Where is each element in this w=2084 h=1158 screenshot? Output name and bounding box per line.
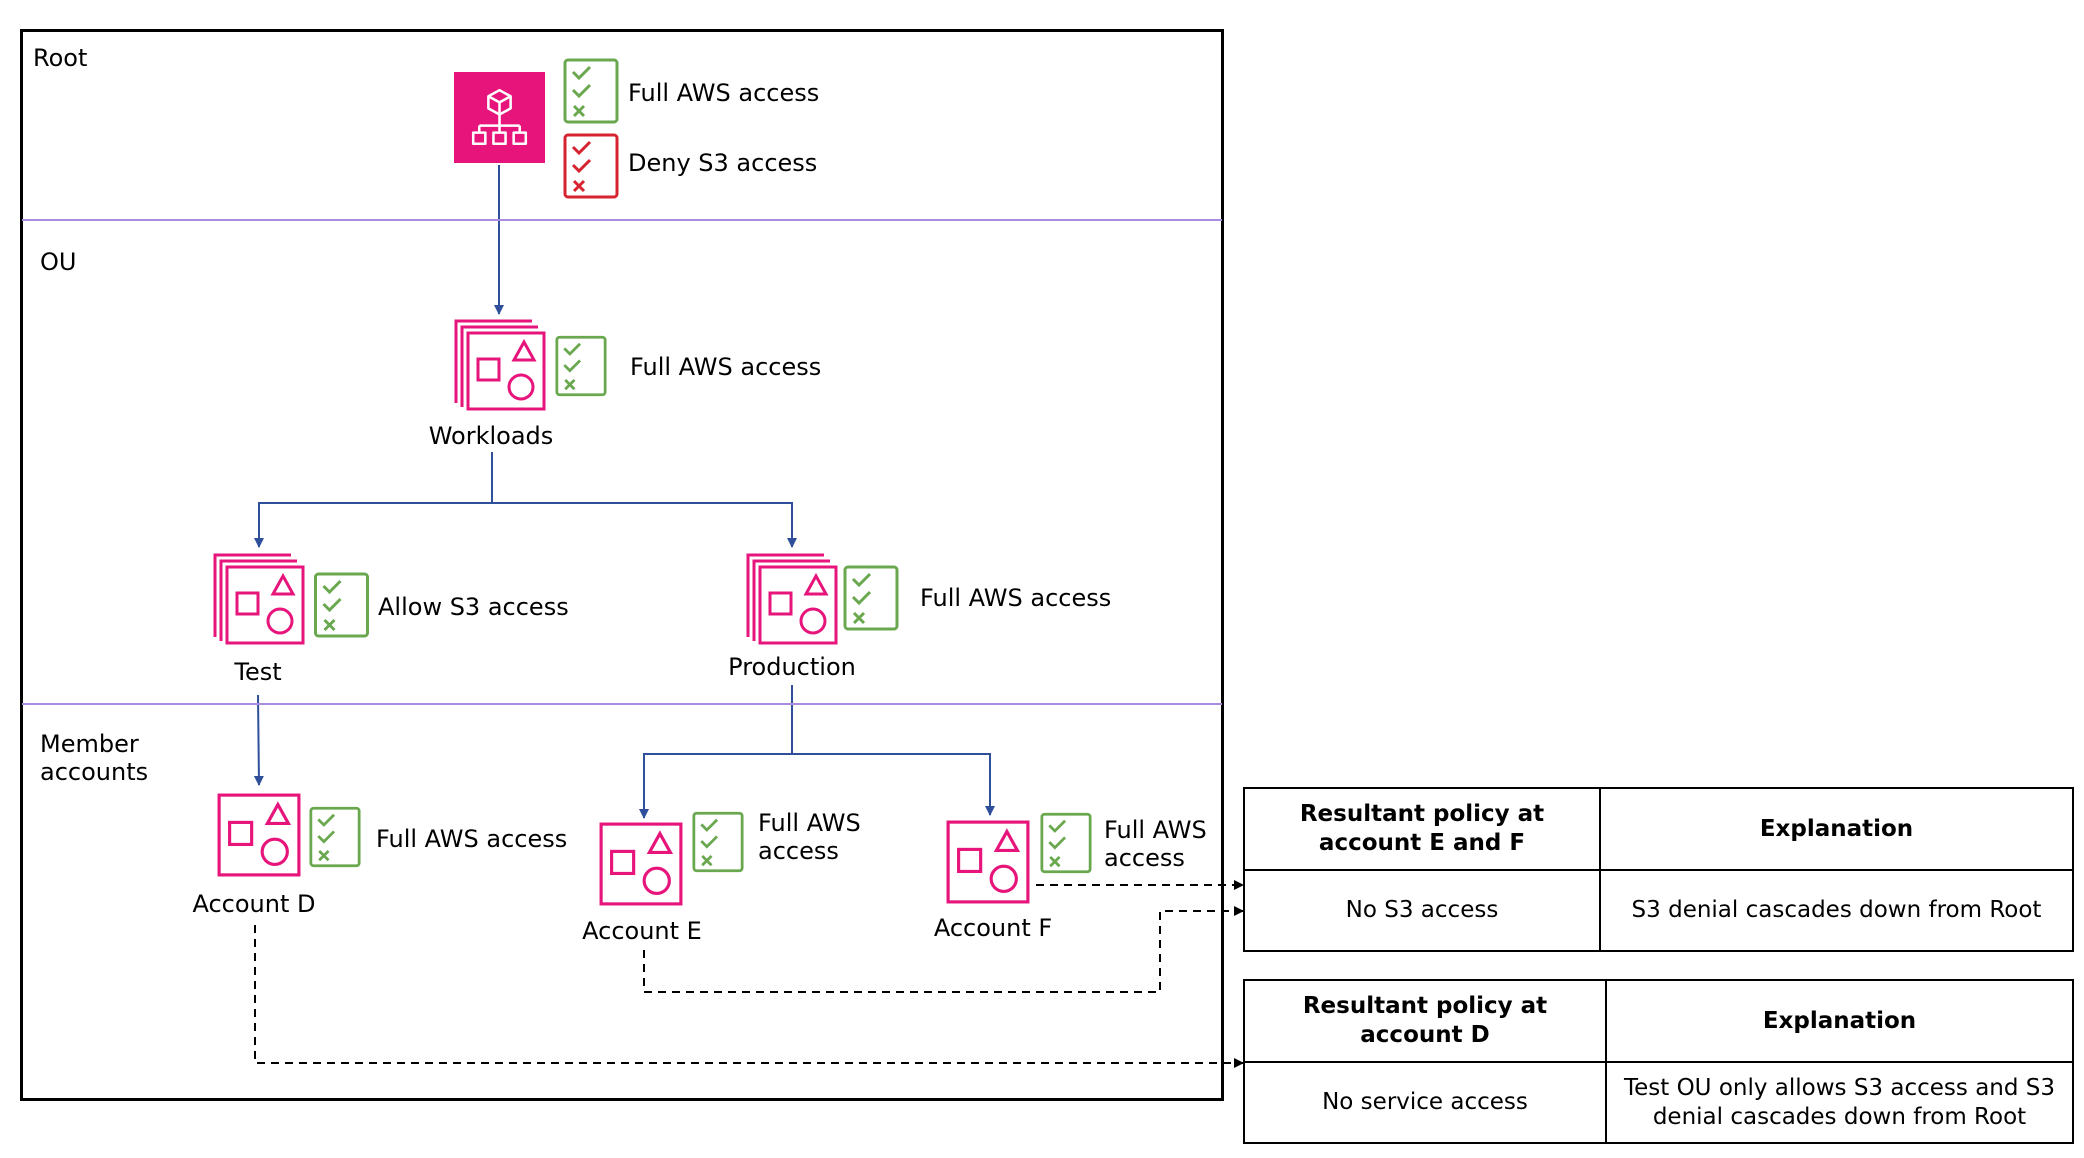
hierarchy-arrows xyxy=(253,165,995,819)
table-ef-header-policy: Resultant policy at account E and F xyxy=(1243,787,1601,871)
resultant-policy-table-e-f: Resultant policy at account E and F Expl… xyxy=(1243,787,2074,952)
full-aws-access-policy-icon xyxy=(563,58,619,124)
arrow-production-to-account-f xyxy=(792,753,995,816)
test-ou-icon xyxy=(213,553,305,645)
account-d-policy-icon xyxy=(309,806,361,868)
table-ef-value-policy: No S3 access xyxy=(1243,869,1601,952)
account-d-policy-label: Full AWS access xyxy=(376,825,568,853)
divider-root-ou xyxy=(22,219,1222,221)
arrow-workloads-to-production xyxy=(492,502,797,548)
account-f-policy-label: Full AWS access xyxy=(1104,816,1207,872)
test-policy-label: Allow S3 access xyxy=(378,593,569,621)
production-policy-label: Full AWS access xyxy=(920,584,1112,612)
account-e-policy-label: Full AWS access xyxy=(758,809,861,865)
account-f-name: Account F xyxy=(933,914,1053,942)
arrow-account-d-to-table xyxy=(254,925,1244,1068)
arrow-production-split xyxy=(639,685,793,819)
result-arrows xyxy=(254,880,1244,1068)
arrow-account-e-to-table xyxy=(643,906,1244,993)
arrow-test-to-account-d xyxy=(253,694,264,786)
organizations-icon xyxy=(454,72,545,163)
account-d-icon xyxy=(217,793,301,877)
account-f-icon xyxy=(946,820,1030,904)
account-e-icon xyxy=(599,822,683,906)
deny-s3-policy-icon xyxy=(563,133,619,199)
arrow-workloads-split xyxy=(254,452,493,548)
divider-ou-member xyxy=(22,703,1222,705)
table-d-value-explanation: Test OU only allows S3 access and S3 den… xyxy=(1605,1061,2074,1144)
test-policy-icon xyxy=(314,572,369,638)
table-d-header-explanation: Explanation xyxy=(1605,979,2074,1063)
account-e-policy-icon xyxy=(692,811,744,873)
account-e-name: Account E xyxy=(582,917,702,945)
account-f-policy-icon xyxy=(1040,812,1092,874)
root-policy-deny-s3: Deny S3 access xyxy=(628,149,818,177)
level-label-ou: OU xyxy=(40,248,77,276)
table-ef-value-explanation: S3 denial cascades down from Root xyxy=(1599,869,2074,952)
production-name: Production xyxy=(728,653,856,681)
table-d-value-policy: No service access xyxy=(1243,1061,1607,1144)
workloads-policy-label: Full AWS access xyxy=(630,353,822,381)
organization-frame xyxy=(20,29,1224,1101)
test-name: Test xyxy=(234,658,282,686)
workloads-ou-icon xyxy=(454,319,546,411)
table-d-header-policy: Resultant policy at account D xyxy=(1243,979,1607,1063)
workloads-policy-icon xyxy=(555,335,607,397)
level-label-root: Root xyxy=(33,44,88,72)
resultant-policy-table-d: Resultant policy at account D Explanatio… xyxy=(1243,979,2074,1144)
account-d-name: Account D xyxy=(192,890,316,918)
table-ef-header-explanation: Explanation xyxy=(1599,787,2074,871)
production-ou-icon xyxy=(746,553,838,645)
production-policy-icon xyxy=(843,565,899,631)
level-label-member: Member accounts xyxy=(40,730,149,786)
workloads-name: Workloads xyxy=(428,422,554,450)
root-policy-full-aws: Full AWS access xyxy=(628,79,820,107)
